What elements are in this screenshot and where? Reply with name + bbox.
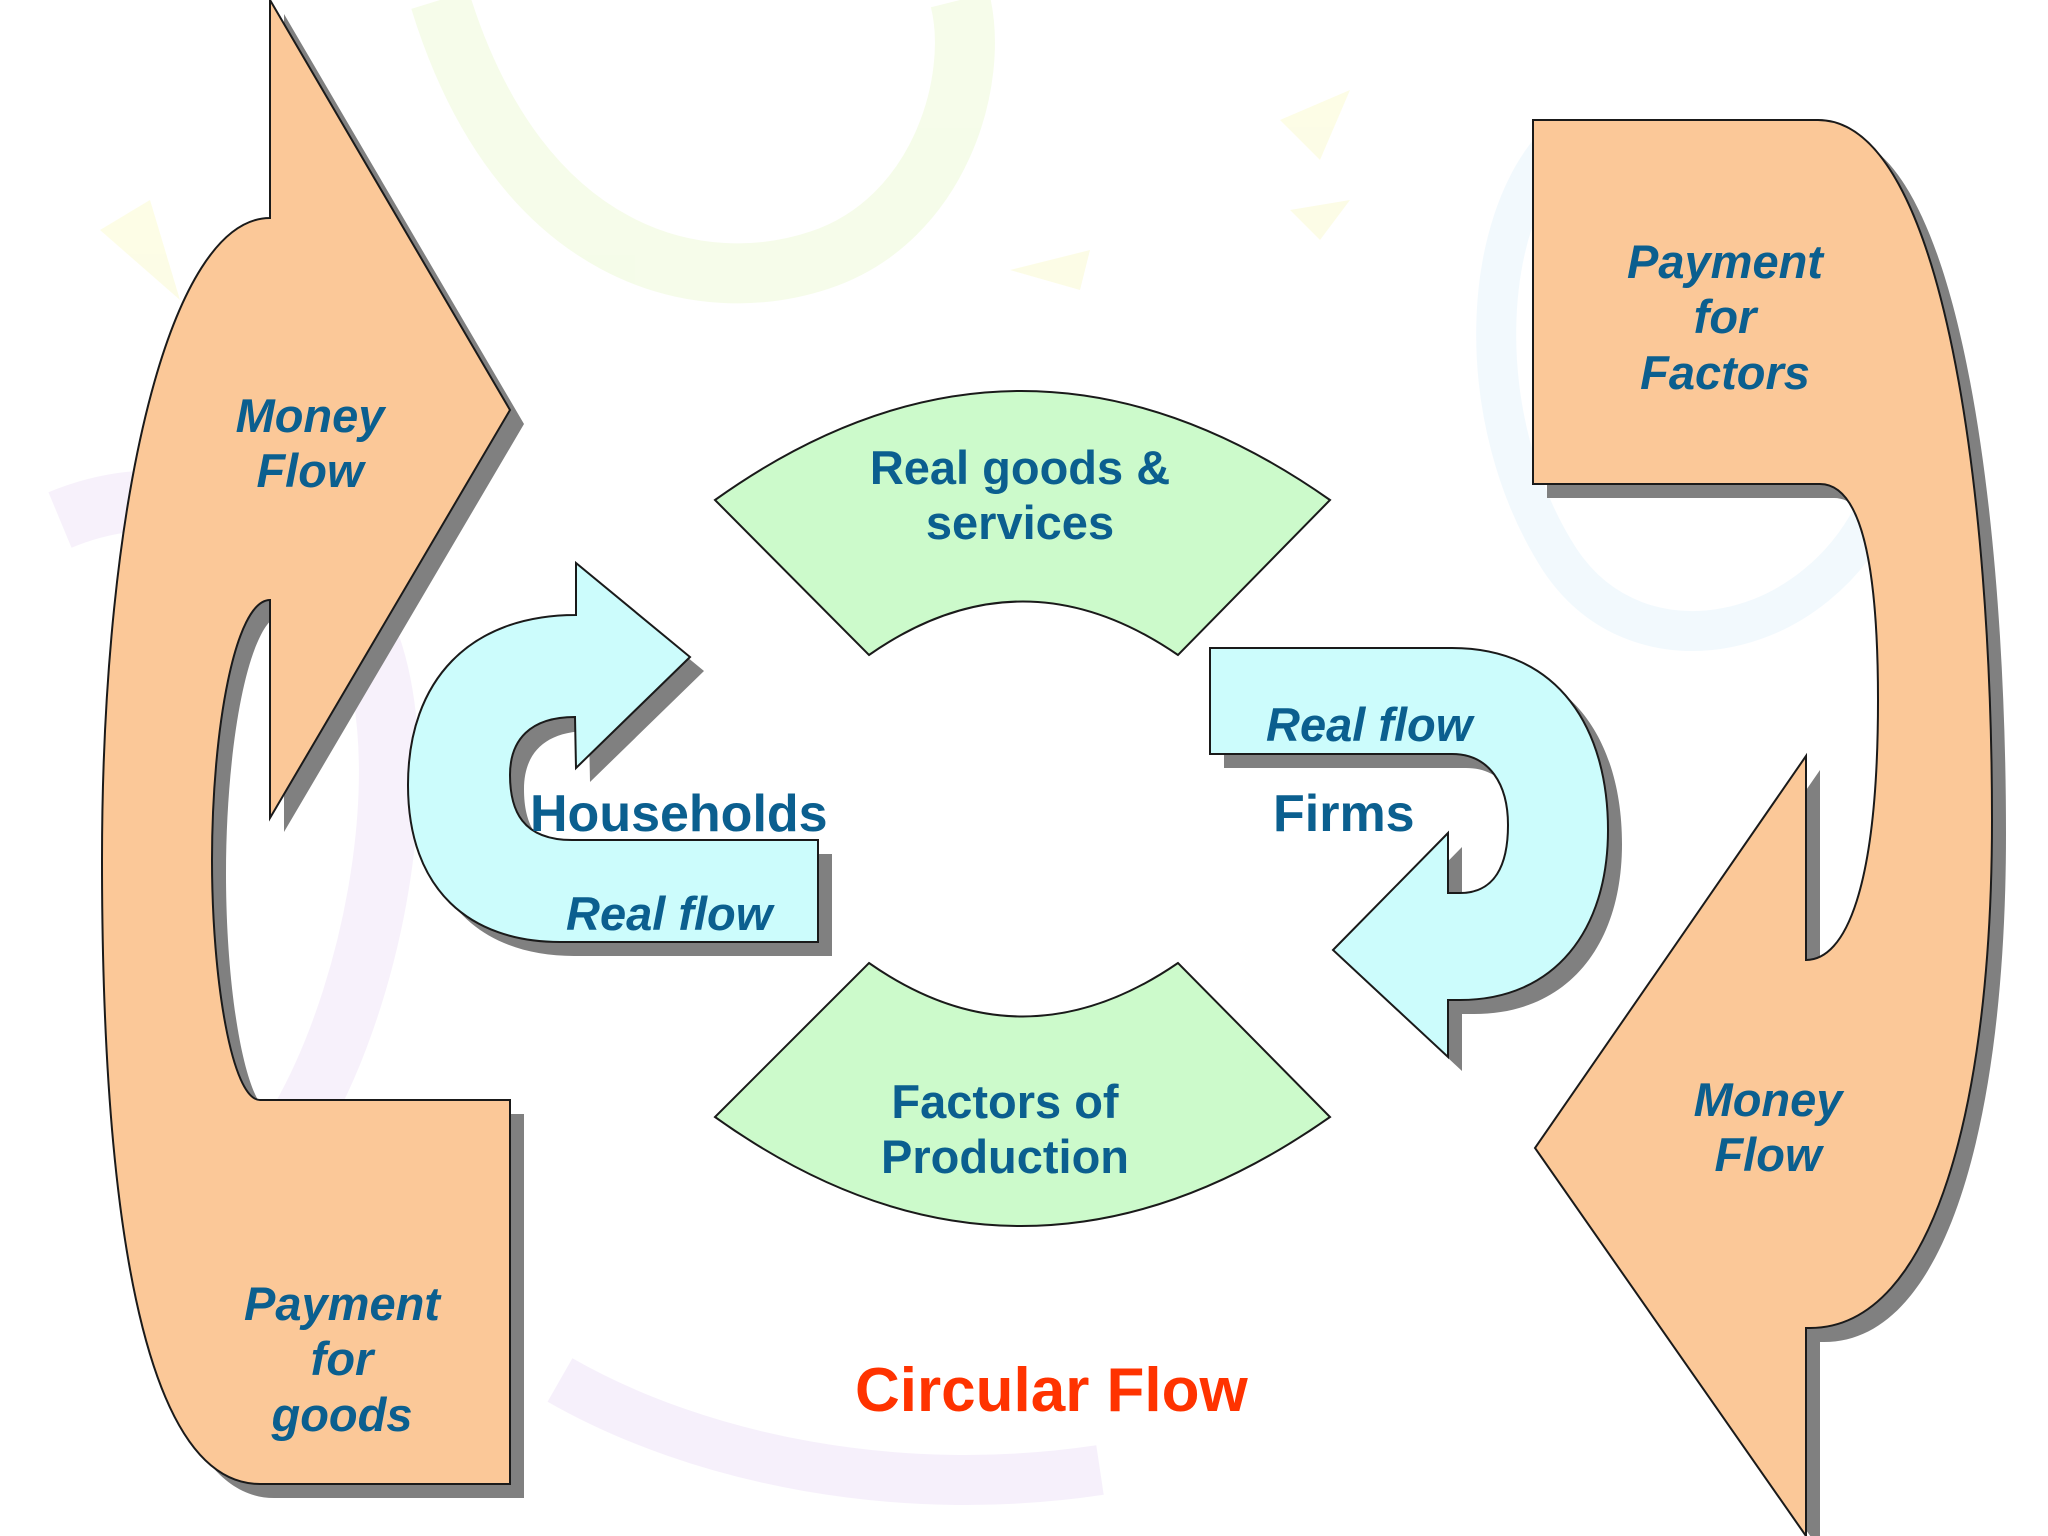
firms-label: Firms xyxy=(1273,785,1415,843)
payment-for-factors-line-1: Payment xyxy=(1627,235,1823,288)
payment-for-goods-line-1: Payment xyxy=(244,1277,440,1330)
money-flow-right-label: Money Flow xyxy=(1658,1072,1878,1183)
money-flow-right-line-1: Money xyxy=(1693,1073,1843,1126)
real-goods-services-line-1: Real goods & xyxy=(869,441,1171,494)
real-goods-sector xyxy=(713,390,1332,657)
money-flow-right-line-2: Flow xyxy=(1714,1128,1822,1182)
factors-of-production-label: Factors of Production xyxy=(830,1074,1180,1185)
money-flow-left-line-1: Money xyxy=(235,389,385,442)
real-flow-right-arrow xyxy=(1209,647,1622,1071)
payment-for-factors-label: Payment for Factors xyxy=(1595,234,1855,400)
payment-for-goods-line-2: for xyxy=(310,1332,374,1386)
payment-for-factors-line-2: for xyxy=(1693,290,1757,344)
real-flow-right-label: Real flow xyxy=(1266,698,1473,751)
real-goods-services-line-2: services xyxy=(925,496,1115,550)
real-goods-services-label: Real goods & services xyxy=(830,440,1210,551)
factors-sector xyxy=(713,961,1332,1227)
factors-of-production-line-1: Factors of xyxy=(891,1075,1119,1128)
payment-for-goods-label: Payment for goods xyxy=(212,1276,472,1442)
money-flow-left-line-2: Flow xyxy=(256,444,364,498)
diagram-title: Circular Flow xyxy=(855,1356,1248,1425)
payment-for-factors-line-3: Factors xyxy=(1640,345,1810,399)
households-label: Households xyxy=(530,785,828,843)
real-flow-left-arrow xyxy=(406,560,832,956)
payment-for-goods-line-3: goods xyxy=(271,1387,413,1441)
money-flow-left-label: Money Flow xyxy=(200,388,420,499)
money-flow-left-arrow xyxy=(100,0,524,1498)
money-flow-right-arrow xyxy=(1532,119,2006,1536)
factors-of-production-line-2: Production xyxy=(880,1130,1130,1184)
real-flow-left-label: Real flow xyxy=(566,887,773,940)
